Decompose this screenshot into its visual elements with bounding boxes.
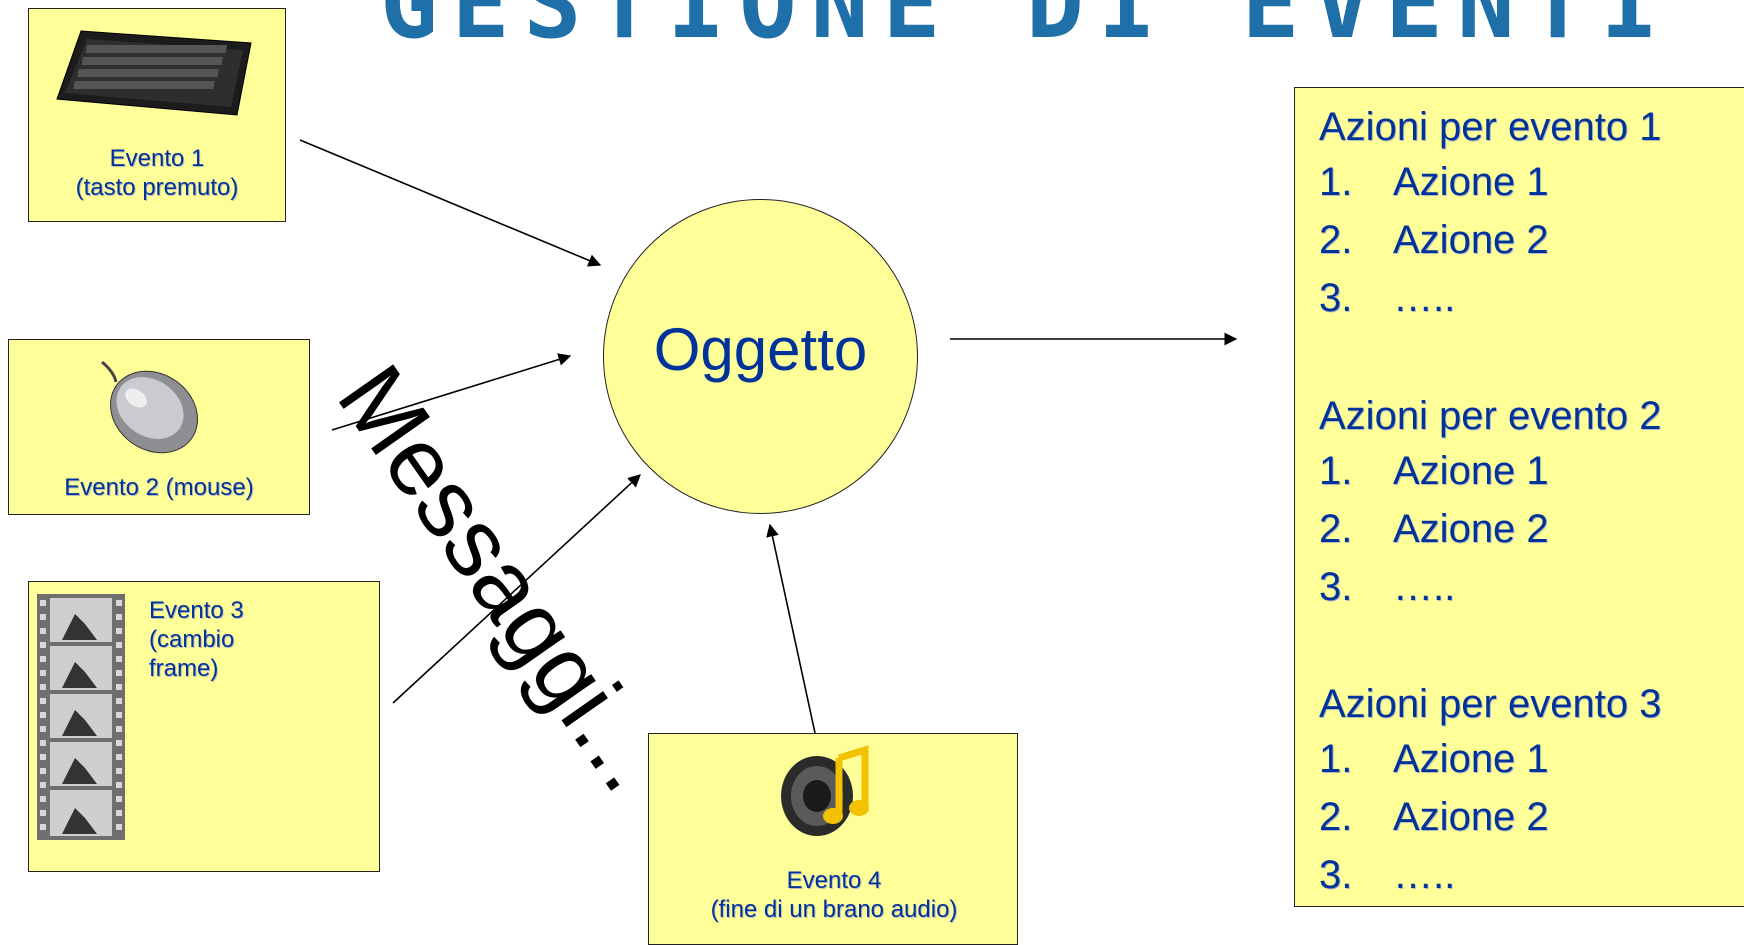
event-3-box: Evento 3 (cambio frame) [28, 581, 380, 872]
list-item-text: Azione 1 [1393, 737, 1549, 781]
list-item-text: ….. [1393, 276, 1456, 320]
event-3-label: Evento 3 (cambio frame) [149, 597, 244, 682]
list-item-text: Azione 1 [1393, 160, 1549, 204]
actions-2-header: Azioni per evento 2 [1319, 394, 1662, 438]
actions-3-header: Azioni per evento 3 [1319, 682, 1662, 726]
list-number: 1. [1319, 737, 1353, 781]
actions-2-item-2: 2. Azione 2 [1319, 505, 1549, 553]
list-number: 1. [1319, 449, 1353, 493]
list-number: 2. [1319, 795, 1353, 839]
actions-1-item-1: 1. Azione 1 [1319, 158, 1549, 206]
actions-3-item-1: 1. Azione 1 [1319, 735, 1549, 783]
arrow-event2 [331, 353, 572, 431]
list-item-text: Azione 2 [1393, 218, 1549, 262]
list-number: 3. [1319, 853, 1353, 897]
list-item-text: ….. [1393, 565, 1456, 609]
actions-2-item-3: 3. ….. [1319, 563, 1455, 611]
speaker-music-icon [781, 745, 869, 836]
event-4-label: Evento 4 (fine di un brano audio) [710, 867, 958, 923]
object-label: Oggetto [653, 316, 868, 383]
actions-box [1294, 87, 1744, 907]
event-2-label: Evento 2 (mouse) [64, 474, 254, 501]
arrow-event1 [299, 139, 602, 267]
arrow-event3 [392, 474, 641, 704]
arrow-event4 [766, 523, 816, 734]
object-circle [603, 199, 918, 514]
list-number: 3. [1319, 276, 1353, 320]
list-number: 2. [1319, 218, 1353, 262]
list-number: 3. [1319, 565, 1353, 609]
actions-1-header: Azioni per evento 1 [1319, 105, 1662, 149]
event-4-box: Evento 4 (fine di un brano audio) [648, 733, 1018, 945]
mouse-icon [101, 360, 199, 454]
actions-3-item-3: 3. ….. [1319, 851, 1455, 899]
actions-1-item-3: 3. ….. [1319, 274, 1455, 322]
list-item-text: ….. [1393, 853, 1456, 897]
film-strip-icon [37, 594, 125, 840]
event-2-box [8, 339, 310, 515]
event-1-label: Evento 1 (tasto premuto) [75, 145, 239, 201]
list-number: 2. [1319, 507, 1353, 551]
actions-2-item-1: 1. Azione 1 [1319, 447, 1549, 495]
list-item-text: Azione 2 [1393, 795, 1549, 839]
actions-3-item-2: 2. Azione 2 [1319, 793, 1549, 841]
list-number: 1. [1319, 160, 1353, 204]
list-item-text: Azione 2 [1393, 507, 1549, 551]
actions-1-item-2: 2. Azione 2 [1319, 216, 1549, 264]
keyboard-icon [56, 30, 252, 116]
list-item-text: Azione 1 [1393, 449, 1549, 493]
slide-title: GESTIONE DI EVENTI [380, 0, 1673, 60]
event-1-box [28, 8, 286, 222]
